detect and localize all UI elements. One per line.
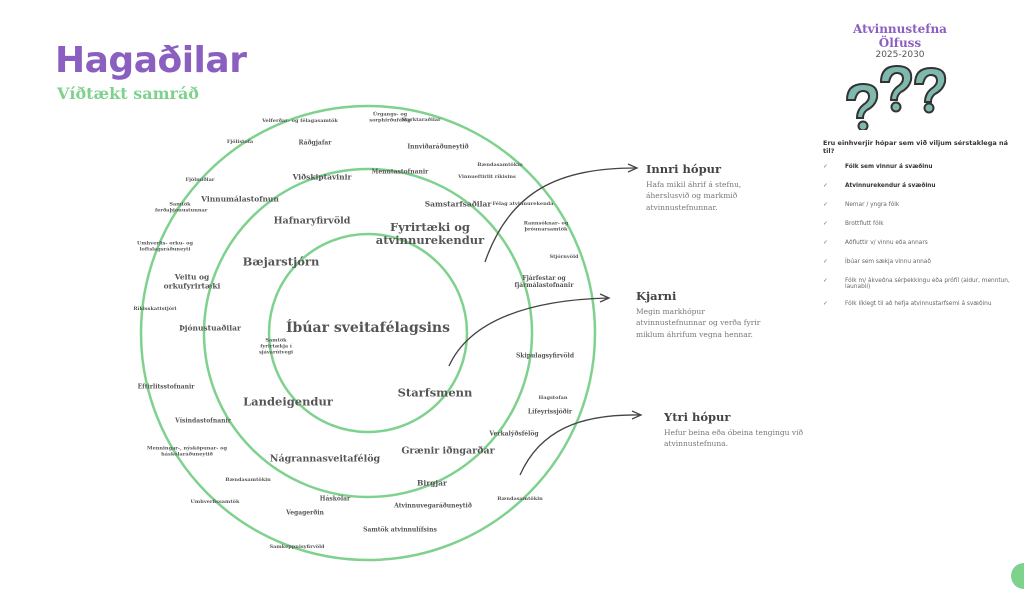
checklist-label: Nemar / yngra fólk <box>845 202 900 208</box>
middle-label: Veitu og orkufyrirtæki <box>163 272 221 290</box>
target-groups-panel: Eru einhverjir hópar sem við viljum sérs… <box>823 139 1013 320</box>
inner-label: Samtök fyrirtækja í sjávarútvegi <box>258 337 294 355</box>
outer-label: Styrktaraðilar <box>401 117 441 124</box>
checklist-label: Íbúar sem sækja vinnu annað <box>845 259 931 265</box>
checklist-label: Fólk líklegt til að hefja atvinnustarfse… <box>845 301 992 307</box>
brand: Atvinnustefna Ölfuss 2025-2030 <box>830 22 970 60</box>
arrow-ytri <box>519 410 643 476</box>
outer-label: Stjórnvöld <box>549 254 579 261</box>
outer-label: Félag atvinnurekenda <box>492 201 554 208</box>
outer-label: Menningar-, nýsköpunar- og háskólaráðune… <box>147 445 227 457</box>
inner-label: Starfsmenn <box>397 385 473 400</box>
middle-label: Þjónustuaðilar <box>179 323 241 333</box>
middle-label: Birgjar <box>417 478 447 488</box>
checklist-label: Brottflutt fólk <box>845 221 884 227</box>
middle-label: Vísindastofnanir <box>175 417 231 425</box>
checklist-label: Fólk m/ ákveðna sérþekkingu eða prófíl (… <box>845 278 1010 290</box>
arrow-kjarni <box>448 293 611 367</box>
outer-label: Hagstofan <box>538 395 568 402</box>
outer-label: Bændasamtökin <box>225 477 271 484</box>
checklist-label: Atvinnurekendur á svæðinu <box>845 183 936 189</box>
outer-label: Bændasamtökin <box>497 496 543 503</box>
middle-label: Fjárfestar og fjármálastofnanir <box>514 275 574 289</box>
check-icon: ✓ <box>823 259 828 265</box>
check-icon: ✓ <box>823 240 828 246</box>
inner-label: Fyrirtæki og atvinnurekendur <box>375 219 485 247</box>
corner-decoration <box>1011 563 1024 589</box>
outer-label: Samtök atvinnulífsins <box>363 526 437 534</box>
middle-label: Viðskiptavinir <box>292 172 352 182</box>
group-innri: Innri hópur Hafa mikil áhrif á stefnu, á… <box>646 162 776 213</box>
inner-ring <box>267 232 469 434</box>
checklist-item: ✓ Fólk m/ ákveðna sérþekkingu eða prófíl … <box>823 278 1013 301</box>
outer-label: Umhverfissamtök <box>190 499 240 506</box>
inner-label: Landeigendur <box>243 394 333 409</box>
outer-label: Velferðar- og félagasamtök <box>262 118 338 125</box>
check-icon: ✓ <box>823 301 828 307</box>
group-title: Kjarni <box>636 289 677 303</box>
inner-label: Bæjarstjórn <box>242 254 320 269</box>
middle-label: Verkalýðsfélög <box>489 430 539 438</box>
outer-label: Vinnueftirlit ríkisins <box>458 174 516 181</box>
middle-ring <box>202 167 534 499</box>
checklist-label: Fólk sem vinnur á svæðinu <box>845 164 933 170</box>
checklist-label: Aðfluttir v/ vinnu eða annars <box>845 240 928 246</box>
group-title: Innri hópur <box>646 162 722 176</box>
checklist-item: ✓ Fólk sem vinnur á svæðinu <box>823 164 1013 183</box>
outer-label: Bændasamtökin <box>477 162 523 169</box>
outer-ring <box>139 104 597 562</box>
checklist-item: ✓ Aðfluttir v/ vinnu eða annars <box>823 240 1013 259</box>
outer-label: Fjölistofa <box>226 139 254 146</box>
checklist-item: ✓ Fólk líklegt til að hefja atvinnustarfs… <box>823 301 1013 320</box>
check-icon: ✓ <box>823 202 828 208</box>
outer-label: Innviðaráðuneytið <box>407 143 469 151</box>
checklist-item: ✓ Atvinnurekendur á svæðinu <box>823 183 1013 202</box>
group-text: Hafa mikil áhrif á stefnu, áherslusvið o… <box>646 180 742 212</box>
panel-question: Eru einhverjir hópar sem við viljum sérs… <box>823 139 1009 155</box>
page-title: Hagaðilar <box>55 40 247 81</box>
outer-label: Rannsóknar- og þróunarsamtök <box>523 220 569 232</box>
arrow-innri <box>484 163 639 263</box>
middle-label: Vinnumálastofnun <box>201 194 279 204</box>
outer-label: Fjölmiðlar <box>185 177 215 184</box>
check-icon: ✓ <box>823 278 828 284</box>
outer-label: Ríkisskattstjóri <box>133 306 177 313</box>
brand-name: Atvinnustefna Ölfuss <box>853 22 947 50</box>
group-kjarni: Kjarni Megin markhópur atvinnustefnunnar… <box>636 289 766 340</box>
checklist-item: ✓ Nemar / yngra fólk <box>823 202 1013 221</box>
outer-label: Atvinnuvegaráðuneytið <box>394 502 472 510</box>
question-marks-icon <box>845 64 947 130</box>
middle-label: Grænir iðngarðar <box>401 445 495 457</box>
middle-label: Hafnaryfirvöld <box>273 215 351 227</box>
check-icon: ✓ <box>823 164 828 170</box>
brand-years: 2025-2030 <box>875 50 925 60</box>
outer-label: Ráðgjafar <box>298 139 332 147</box>
middle-label: Samstarfsaðilar <box>424 199 492 209</box>
group-ytri: Ytri hópur Hefur beina eða óbeina tengin… <box>664 410 804 450</box>
outer-label: Umhverfis- orku- og loftslagsráðuneyti <box>137 240 193 252</box>
middle-label: Menntastofnanir <box>371 168 429 176</box>
page-subtitle: Víðtækt samráð <box>57 84 199 103</box>
group-text: Megin markhópur atvinnustefnunnar og ver… <box>636 307 761 339</box>
middle-label: Skipulagsyfirvöld <box>515 352 575 360</box>
checklist-item: ✓ Íbúar sem sækja vinnu annað <box>823 259 1013 278</box>
check-icon: ✓ <box>823 183 828 189</box>
ring-center-label: Íbúar sveitafélagsins <box>286 319 450 336</box>
outer-label: Úrgangs- og sorphirðufélög <box>369 111 411 123</box>
group-title: Ytri hópur <box>664 410 731 424</box>
middle-label: Vegagerðin <box>286 509 324 517</box>
outer-label: Eftirlitsstofnanir <box>137 383 195 391</box>
check-icon: ✓ <box>823 221 828 227</box>
middle-label: Lífeyrissjóðir <box>527 408 573 416</box>
outer-label: Samkeppnisyfirvöld <box>269 544 325 551</box>
middle-label: Nágrannasveitafélög <box>269 453 381 465</box>
group-text: Hefur beina eða óbeina tengingu við atvi… <box>664 428 804 449</box>
checklist-item: ✓ Brottflutt fólk <box>823 221 1013 240</box>
middle-label: Háskólar <box>319 495 351 503</box>
outer-label: Samtök ferðaþjónustunnar <box>155 201 208 213</box>
